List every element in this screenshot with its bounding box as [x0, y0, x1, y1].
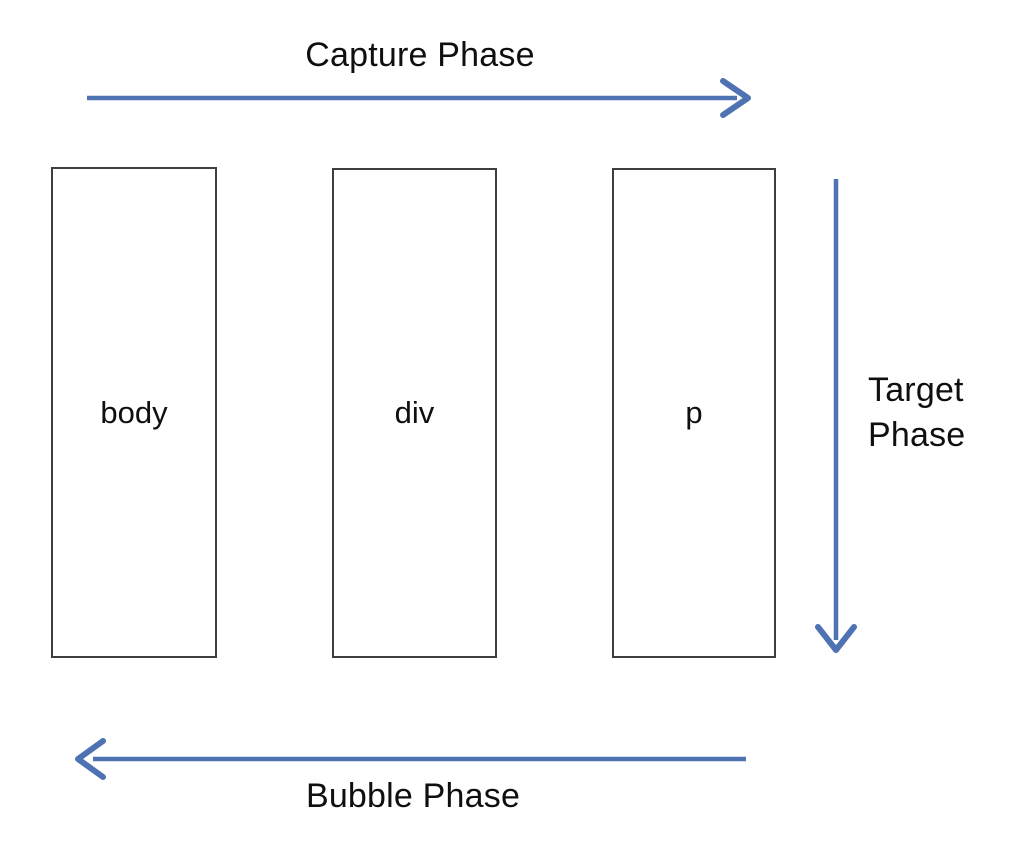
target-phase-arrow-icon [815, 179, 857, 653]
box-div-label: div [394, 395, 435, 430]
box-p-label: p [685, 395, 703, 430]
bubble-phase-label: Bubble Phase [305, 777, 521, 815]
capture-phase-label: Capture Phase [305, 36, 535, 74]
bubble-phase-arrow-icon [75, 738, 746, 780]
target-phase-label: Target Phase [868, 371, 966, 454]
box-div: div [332, 168, 497, 658]
capture-phase-arrow-icon [87, 78, 751, 118]
box-p: p [612, 168, 776, 658]
box-body-label: body [100, 394, 168, 430]
box-body: body [51, 167, 217, 658]
